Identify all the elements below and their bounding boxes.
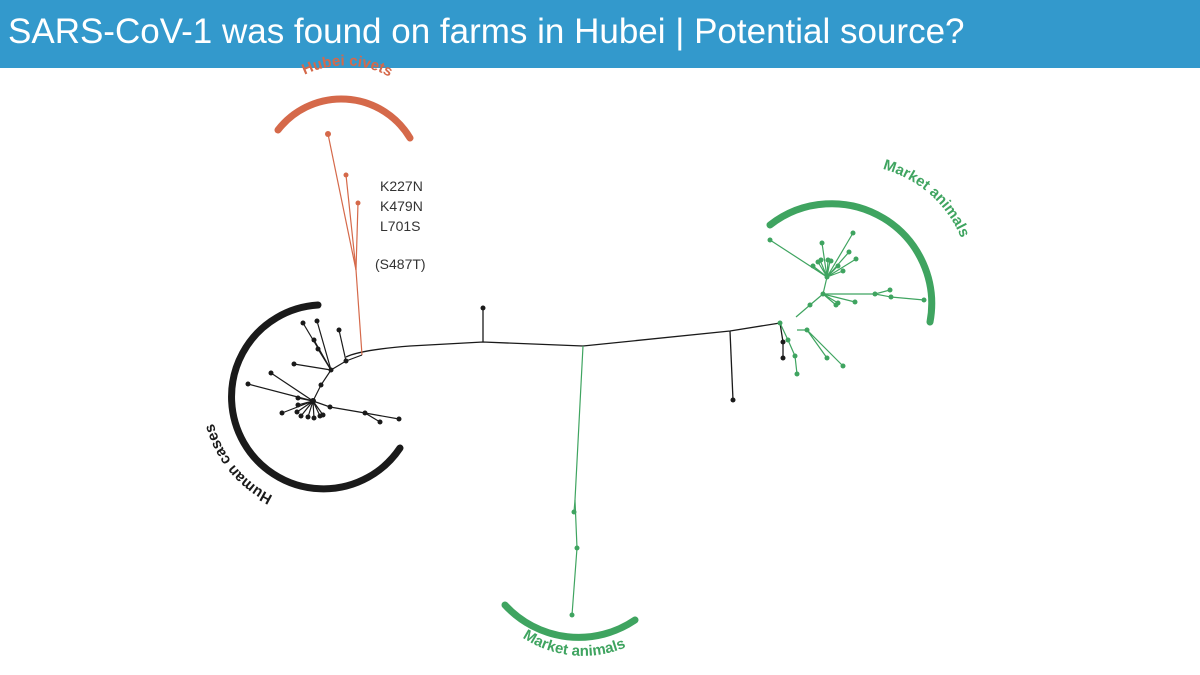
mutation-label: K227N xyxy=(380,178,423,194)
hubei-civets-arc xyxy=(274,95,414,142)
market-animals-bottom-branches xyxy=(571,345,584,616)
market-animals-bottom-arc xyxy=(501,601,639,641)
hubei-civets-branches xyxy=(327,133,363,356)
market-animals-top-arc xyxy=(766,200,936,326)
hubei-civets-nodes xyxy=(325,131,361,206)
mutation-label: K479N xyxy=(380,198,423,214)
mutation-label: L701S xyxy=(380,218,420,234)
mutation-label: (S487T) xyxy=(375,256,426,272)
backbone-nodes xyxy=(480,305,786,403)
title-bar: SARS-CoV-1 was found on farms in Hubei |… xyxy=(0,0,1200,68)
slide-title: SARS-CoV-1 was found on farms in Hubei |… xyxy=(8,12,965,51)
human-cases-arc xyxy=(228,301,404,493)
human-cases-nodes xyxy=(245,318,402,425)
market-animals-top-branches xyxy=(769,232,925,375)
market-animals-bottom-nodes xyxy=(569,509,580,618)
market-animals-top-nodes xyxy=(767,230,927,377)
backbone-branches xyxy=(345,308,784,401)
hubei-civets-label: Hubei civets xyxy=(299,52,395,80)
